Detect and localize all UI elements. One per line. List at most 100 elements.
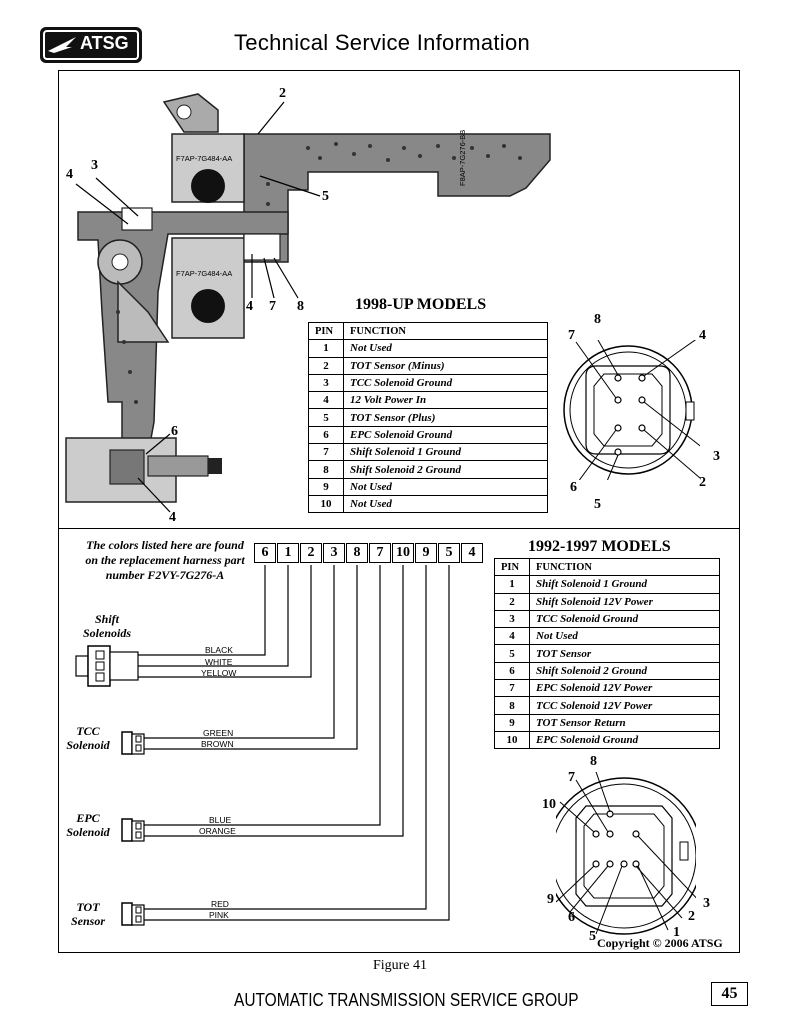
col-function: FUNCTION	[529, 557, 720, 577]
wire-pink: PINK	[209, 910, 229, 920]
models-1992-title: 1992-1997 MODELS	[528, 538, 671, 555]
callout-4a: 4	[66, 167, 73, 182]
callout-8: 8	[297, 299, 304, 314]
conn98-pin-4: 4	[699, 328, 706, 343]
section-divider	[58, 528, 740, 529]
callout-4b: 4	[246, 299, 253, 314]
part-number-label-2: F7AP-7G484-AA	[176, 269, 233, 278]
wire-red: RED	[211, 899, 229, 909]
conn92-pin-5: 5	[589, 929, 596, 944]
label-tcc-solenoid: TCC Solenoid	[66, 724, 110, 752]
conn92-pin-3: 3	[703, 896, 710, 911]
models-1998-title: 1998-UP MODELS	[355, 296, 487, 313]
pin-box: 4	[461, 543, 483, 563]
harness-pin-row: 6 1 2 3 8 7 10 9 5 4	[254, 543, 490, 565]
connector-3	[121, 207, 153, 231]
conn92-pin-7: 7	[568, 770, 575, 785]
wire-white: WHITE	[205, 657, 233, 667]
conn98-pin-6: 6	[570, 480, 577, 495]
pin-box: 9	[415, 543, 437, 563]
wire-black: BLACK	[205, 645, 233, 655]
figure-frame	[58, 70, 740, 953]
conn98-pin-3: 3	[713, 449, 720, 464]
internal-harness-illustration	[65, 93, 551, 513]
pin-box: 10	[392, 543, 414, 563]
wire-brown: BROWN	[201, 739, 234, 749]
pin-box: 3	[323, 543, 345, 563]
conn92-pin-6: 6	[568, 910, 575, 925]
atsg-logo: ATSG	[40, 27, 142, 63]
col-function: FUNCTION	[343, 321, 548, 341]
part-number-label-3: F8AP-7G276-BB	[458, 129, 467, 186]
footer-org: AUTOMATIC TRANSMISSION SERVICE GROUP	[234, 990, 579, 1010]
harness-note: The colors listed here are found on the …	[85, 538, 245, 582]
conn92-pin-8: 8	[590, 754, 597, 769]
page-number: 45	[711, 982, 748, 1006]
callout-7: 7	[269, 299, 276, 314]
col-pin: PIN	[494, 557, 530, 577]
connector-1992-diagram	[556, 772, 696, 935]
wire-blue: BLUE	[209, 815, 232, 825]
conn92-pin-2: 2	[688, 909, 695, 924]
conn98-pin-7: 7	[568, 328, 575, 343]
epc-connector	[121, 818, 145, 842]
pin-box: 5	[438, 543, 460, 563]
callout-3: 3	[91, 158, 98, 173]
callout-4c: 4	[169, 510, 176, 525]
harness-wiring	[75, 565, 450, 926]
shift-solenoid-connector	[75, 645, 139, 687]
lead-frame-upper	[243, 133, 551, 263]
conn92-pin-10: 10	[542, 797, 556, 812]
wire-orange: ORANGE	[199, 826, 236, 836]
conn92-pin-9: 9	[547, 892, 554, 907]
conn98-pin-8: 8	[594, 312, 601, 327]
tot-connector	[121, 902, 145, 926]
conn98-pin-2: 2	[699, 475, 706, 490]
logo-wing-icon	[48, 37, 76, 53]
callout-6: 6	[171, 424, 178, 439]
copyright: Copyright © 2006 ATSG	[597, 936, 723, 950]
pin-box: 6	[254, 543, 276, 563]
label-shift-solenoids: Shift Solenoids	[82, 612, 131, 640]
figure-caption: Figure 41	[372, 958, 428, 973]
wire-yellow: YELLOW	[201, 668, 237, 678]
logo-text: ATSG	[80, 33, 129, 53]
col-pin: PIN	[308, 321, 344, 341]
part-number-label-1: F7AP-7G484-AA	[176, 154, 233, 163]
wire-green: GREEN	[203, 728, 234, 738]
page-title: Technical Service Information	[234, 30, 531, 55]
label-tot-sensor: TOT Sensor	[70, 900, 105, 928]
tcc-connector	[121, 731, 145, 755]
connector-478	[243, 233, 281, 261]
conn98-pin-5: 5	[594, 497, 601, 512]
pin-box: 2	[300, 543, 322, 563]
conn92-pin-1: 1	[673, 925, 680, 940]
connector-1998-diagram	[563, 340, 700, 480]
callout-5: 5	[322, 189, 329, 204]
pin-box: 7	[369, 543, 391, 563]
callout-2: 2	[279, 86, 286, 101]
pin-box: 8	[346, 543, 368, 563]
